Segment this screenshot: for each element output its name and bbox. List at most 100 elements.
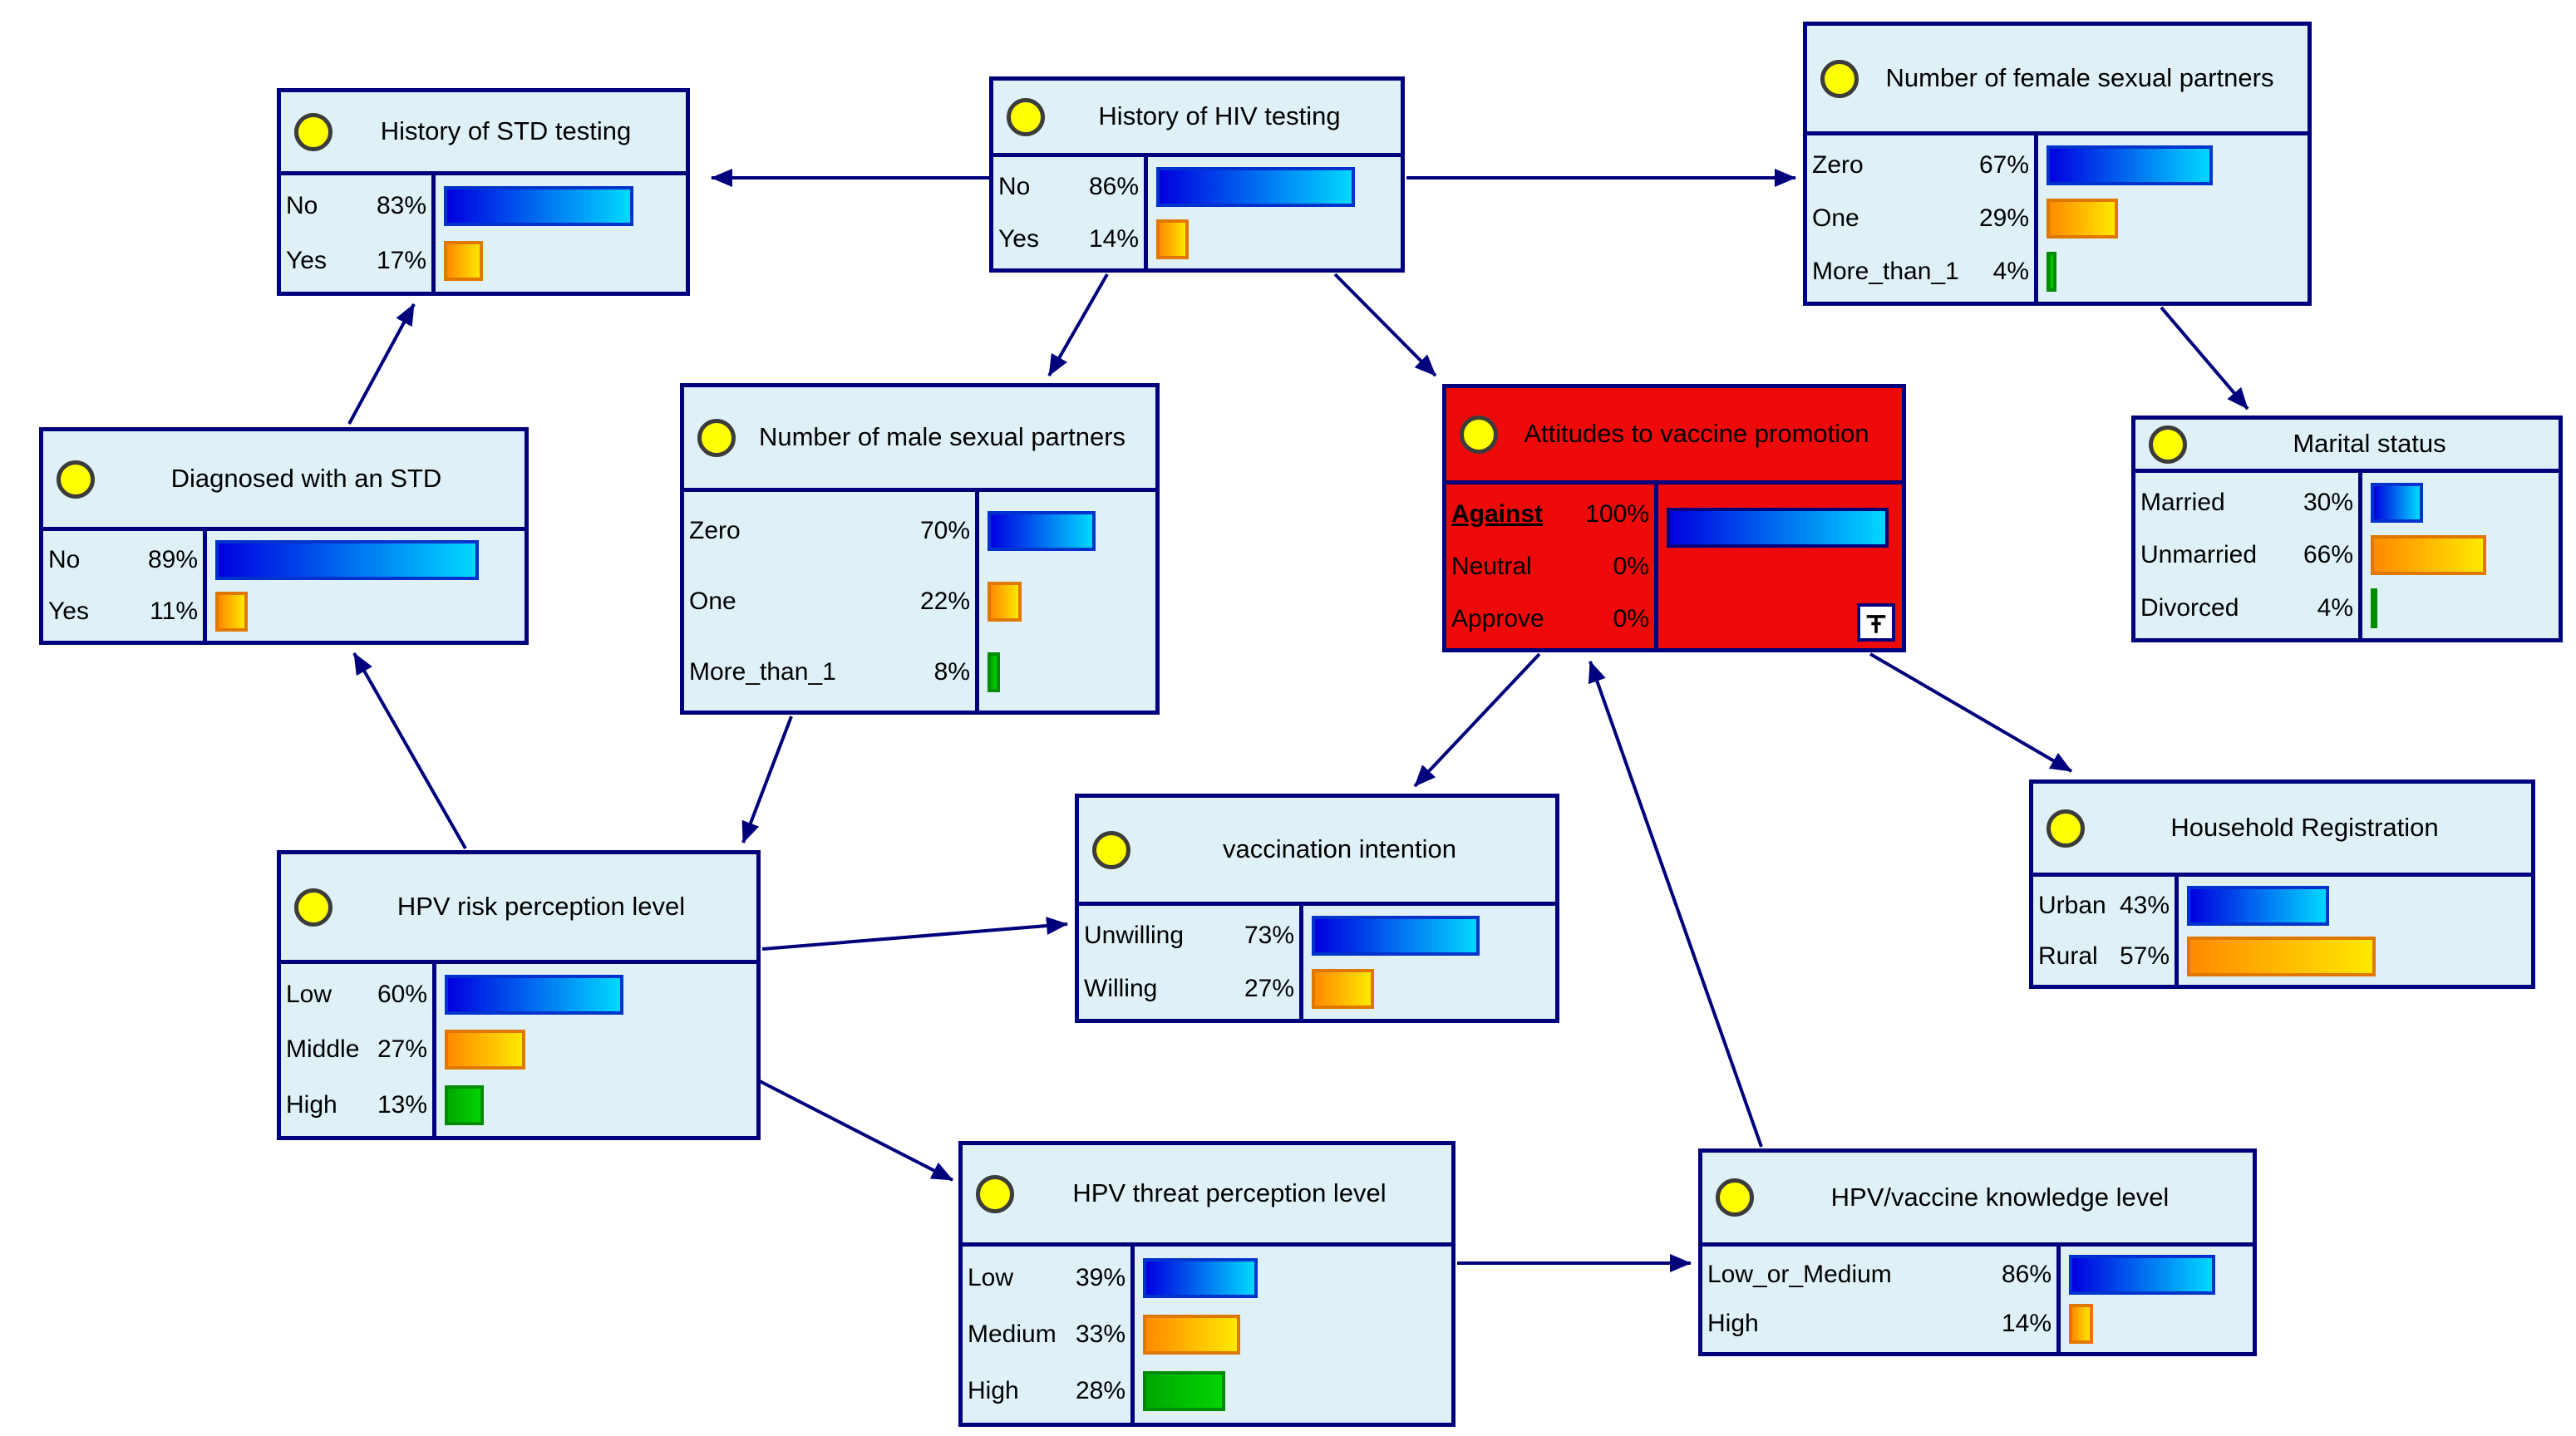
node-bars-column: [1135, 1247, 1451, 1423]
node-title: HPV threat perception level: [1072, 1178, 1387, 1208]
state-label: Urban: [2038, 891, 2106, 919]
node-title: History of STD testing: [380, 116, 632, 146]
node-state-circle-icon: [2047, 809, 2085, 848]
state-probability: 27%: [377, 1035, 427, 1064]
edge-hpv-risk-perception-level-to-diagnosed-with-an-std: [352, 652, 467, 849]
probability-bar-row: [445, 1030, 743, 1070]
node-bars-column: [207, 531, 525, 641]
probability-bar-row: [444, 186, 672, 226]
state-probability: 4%: [1992, 258, 2029, 285]
node-title-bar: Number of female sexual partners: [1807, 26, 2308, 135]
node-bars-column: [1303, 906, 1555, 1019]
probability-bar-blue: [1312, 916, 1480, 956]
node-state-circle-icon: [1716, 1178, 1754, 1217]
node-title: Household Registration: [2170, 813, 2439, 843]
state-label: One: [1812, 204, 1859, 232]
probability-bar-green: [445, 1084, 484, 1125]
state-label: Unmarried: [2140, 541, 2258, 569]
state-label: Yes: [998, 224, 1039, 253]
node-title-bar: HPV threat perception level: [963, 1145, 1451, 1247]
state-probability: 4%: [2317, 594, 2353, 622]
state-label: High: [1707, 1310, 1759, 1338]
state-probability: 39%: [1075, 1264, 1125, 1291]
probability-bar-orange: [2187, 936, 2376, 976]
node-title-bar: vaccination intention: [1079, 798, 1555, 906]
probability-bar-row: [1143, 1258, 1438, 1298]
edge-hpv-risk-perception-level-to-hpv-threat-perception-level: [757, 1079, 953, 1182]
edge-hpv-risk-perception-level-to-vaccination-intention: [761, 917, 1068, 951]
node-state-circle-icon: [2149, 425, 2187, 464]
probability-bar-row: [444, 241, 672, 281]
node-state-circle-icon: [976, 1174, 1014, 1213]
probability-bar-green: [988, 652, 1000, 692]
probability-bar-row: [2047, 145, 2294, 185]
probability-bar-green: [1143, 1371, 1226, 1411]
state-probability: 22%: [919, 587, 970, 615]
probability-bar-blue: [2187, 885, 2330, 926]
state-probability: 89%: [147, 546, 198, 573]
node-title-bar: Diagnosed with an STD: [43, 431, 525, 531]
state-label: More_than_1: [1812, 258, 1959, 285]
node-state-circle-icon: [294, 112, 332, 151]
probability-bar-row: [2069, 1254, 2239, 1295]
state-label: Rural: [2038, 942, 2098, 970]
probability-bar-row: [2371, 482, 2545, 523]
node-bars-column: [1148, 157, 1401, 268]
node-state-circle-icon: [697, 418, 736, 457]
ground-symbol-icon: [1866, 615, 1886, 633]
node-title: Diagnosed with an STD: [170, 464, 442, 494]
state-label: Low: [286, 981, 332, 1009]
state-probability: 14%: [1088, 224, 1139, 253]
state-probability: 70%: [919, 516, 970, 544]
state-probability: 0%: [1613, 552, 1649, 580]
node-title-bar: HPV risk perception level: [281, 854, 756, 964]
state-label: Low_or_Medium: [1707, 1260, 1892, 1288]
probability-bar-orange: [445, 1030, 525, 1070]
node-state-circle-icon: [1092, 830, 1130, 869]
node-hpv-vaccine-knowledge-level[interactable]: HPV/vaccine knowledge level Low_or_Mediu…: [1698, 1148, 2257, 1356]
node-bars-column: [436, 964, 756, 1136]
state-label: No: [998, 172, 1031, 200]
probability-bar-orange: [2069, 1304, 2093, 1345]
state-label: Married: [2140, 488, 2225, 516]
probability-bar-row: [2047, 252, 2294, 292]
state-probability: 60%: [377, 981, 427, 1009]
probability-bar-row: [1156, 219, 1387, 259]
probability-bar-row: [2187, 885, 2518, 926]
state-label: Against: [1451, 499, 1544, 528]
